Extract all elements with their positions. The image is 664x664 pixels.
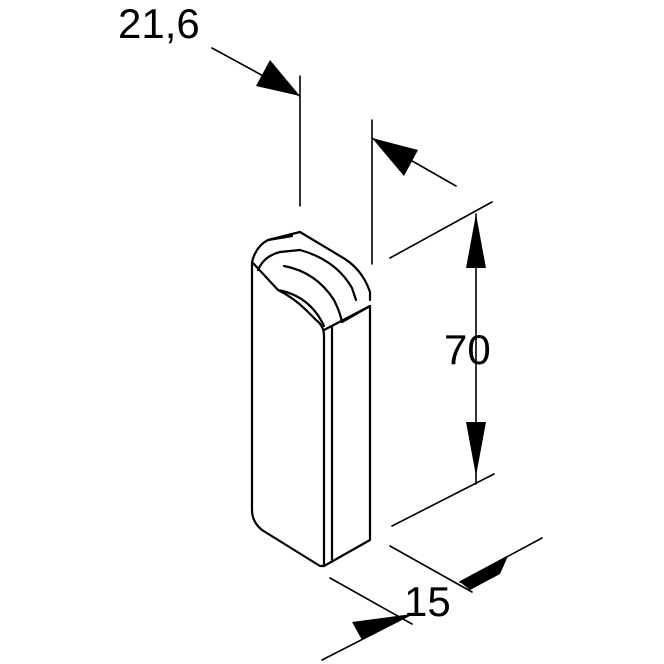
height-extension-bottom [391,473,495,527]
end-cap-top-curve-back [298,248,358,302]
end-cap-part [250,230,372,568]
height-extension-top [389,201,493,259]
width-label: 15 [404,578,451,625]
height-arrow-top [466,214,486,268]
end-cap-top-curve-front [276,288,326,328]
depth-label: 21,6 [118,0,200,47]
height-arrow-bottom [466,422,486,476]
end-cap-top-surface [266,230,372,302]
depth-arrow-left [256,60,300,96]
dimension-labels: 21,6 70 15 [118,0,491,625]
height-label: 70 [444,326,491,373]
width-arrow-left [352,614,412,640]
end-cap-top-curve-mid [282,264,344,324]
width-arrow-right [460,556,508,590]
depth-arrow-right [372,138,418,176]
width-extension-right [389,545,473,593]
end-cap-side-step [340,304,372,324]
dimension-arrows [256,60,508,640]
end-cap-front-face [250,260,326,568]
end-cap-top-bevel-inner [256,248,302,272]
